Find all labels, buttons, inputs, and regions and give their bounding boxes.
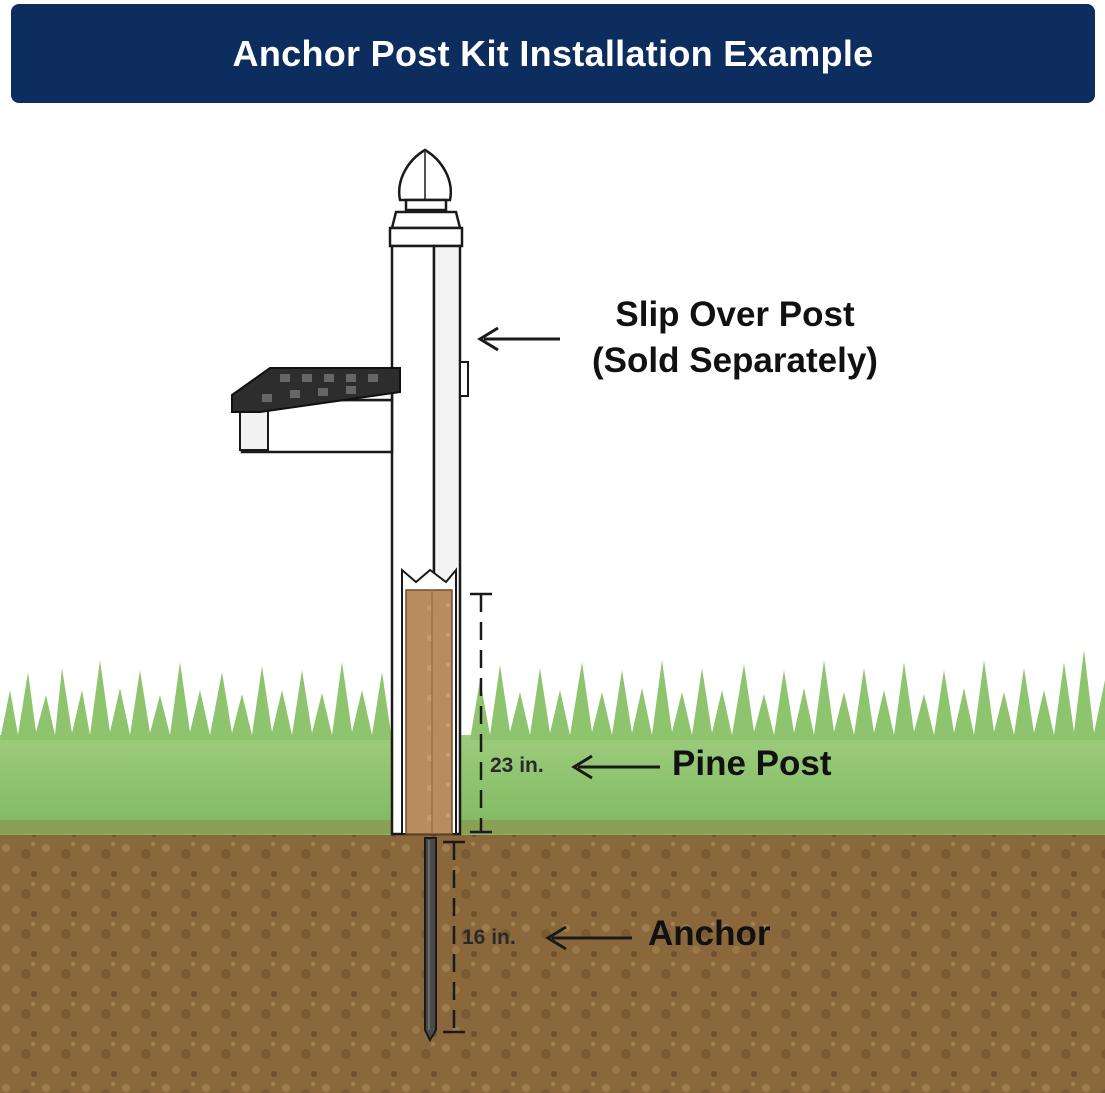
pine-post-dimension-line [470,592,492,834]
pine-post-arrow [571,754,660,780]
sold-separately-label: (Sold Separately) [592,341,878,380]
pine-post-label: Pine Post [672,744,832,783]
anchor-spike [424,837,437,1043]
anchor-label: Anchor [648,914,771,953]
pine-post-length-label: 23 in. [490,754,544,777]
anchor-arrow [545,925,632,951]
slip-over-post-arrow [477,326,560,352]
slip-over-post-callout: Slip Over Post (Sold Separately) [560,292,910,384]
anchor-length-label: 16 in. [462,926,516,949]
soil [0,830,1105,1093]
pine-post [401,567,457,835]
anchor-dimension-line [443,840,465,1034]
mounting-arm [231,367,401,454]
page-title: Anchor Post Kit Installation Example [232,32,874,74]
grass [0,650,1105,835]
title-banner: Anchor Post Kit Installation Example [11,4,1095,103]
slip-over-post-label: Slip Over Post [615,295,855,334]
